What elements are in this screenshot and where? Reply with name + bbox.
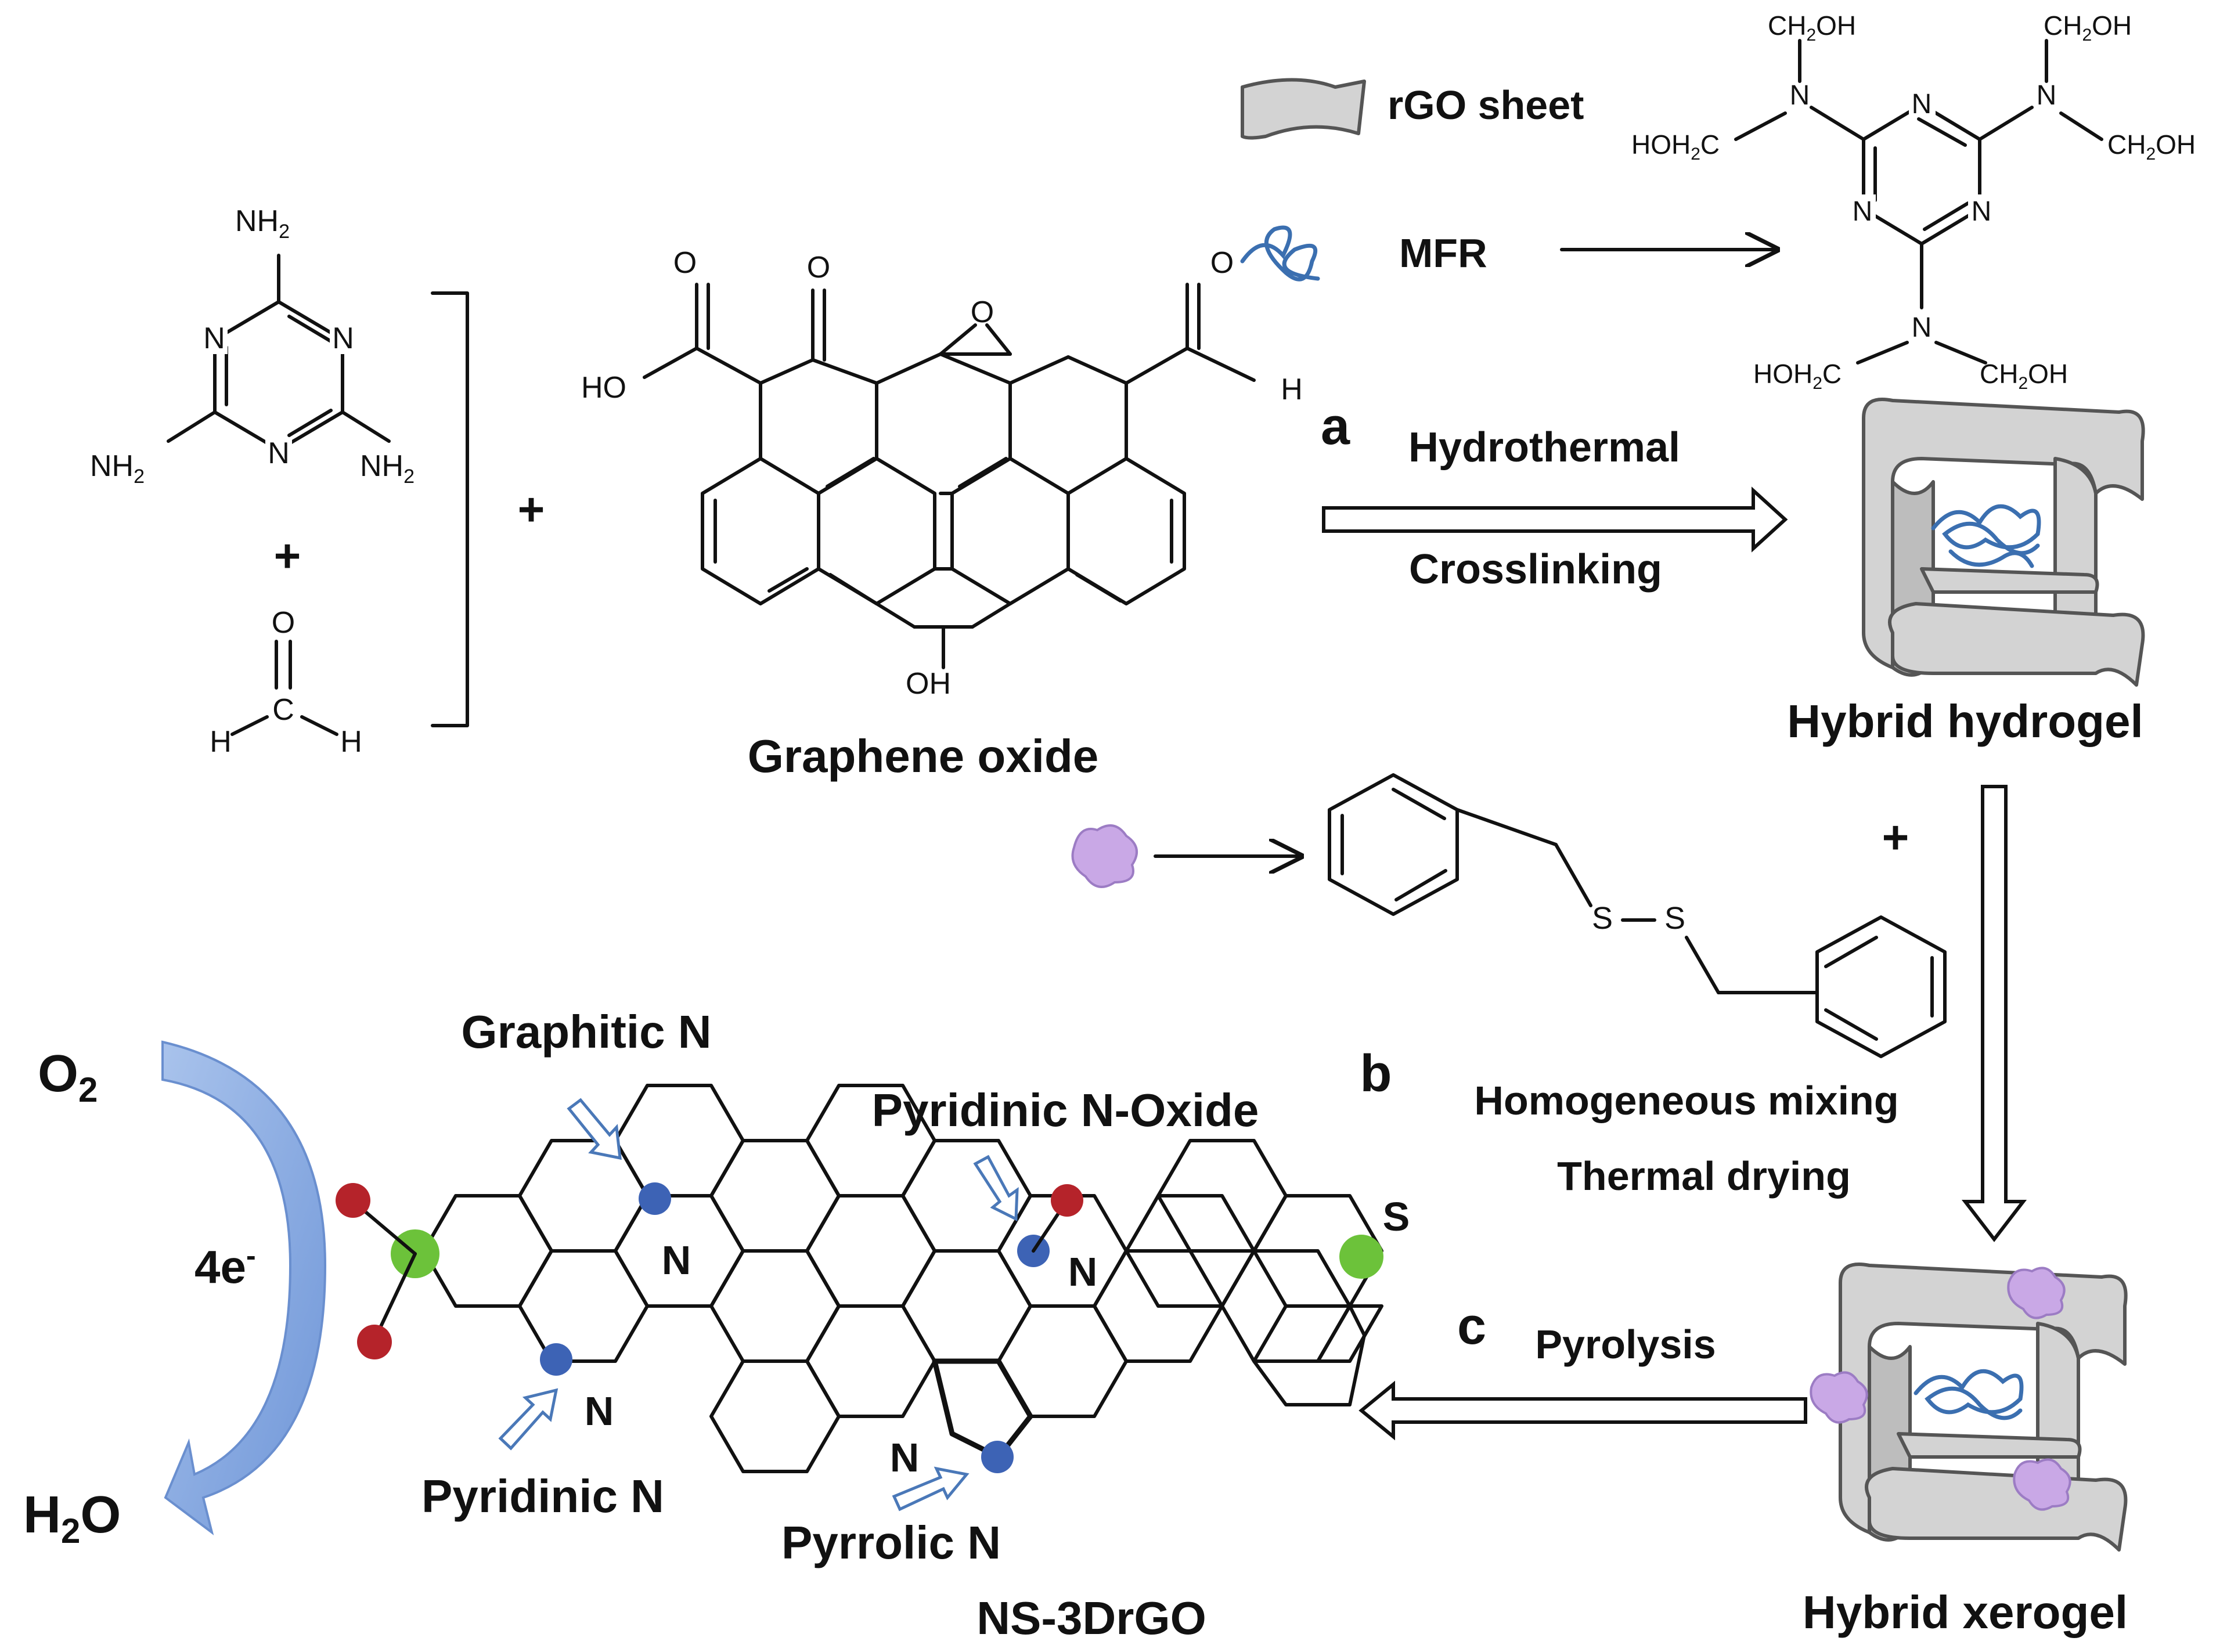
carbon-label: C <box>272 693 294 727</box>
pyrrolic-n-label: Pyrrolic N <box>781 1517 1001 1568</box>
step-b-line2: Thermal drying <box>1557 1153 1851 1199</box>
step-b-line1: Homogeneous mixing <box>1474 1078 1898 1123</box>
amine-n-label: N <box>2037 80 2057 111</box>
methylol-label: HOH2C <box>1753 359 1842 393</box>
h2o-label: H2O <box>23 1486 121 1550</box>
step-b-letter: b <box>1360 1045 1392 1103</box>
sulfone-oxygen-dot <box>357 1325 392 1359</box>
carboxyl-oxygen-label: O <box>673 246 697 280</box>
rgo-sheet-icon <box>1241 78 1366 140</box>
hydrogen-label: H <box>340 725 362 759</box>
pyridinic-n-oxide-label: Pyridinic N-Oxide <box>872 1084 1259 1136</box>
step-c-line1: Pyrolysis <box>1535 1322 1716 1367</box>
mfr-chain-icon <box>1240 225 1320 282</box>
hybrid-xerogel-label: Hybrid xerogel <box>1803 1586 2128 1638</box>
pyridinic-n-oxide-atom-label: N <box>1068 1249 1098 1294</box>
step-c-letter: c <box>1457 1297 1486 1355</box>
plus-sign: + <box>518 484 545 535</box>
graphitic-n-label: Graphitic N <box>461 1006 711 1058</box>
amine-n-label: N <box>1790 80 1810 111</box>
sulfur-source-particle <box>1810 1371 1868 1424</box>
graphene-oxide-label: Graphene oxide <box>748 730 1099 782</box>
plus-sign: + <box>1882 811 1909 863</box>
formaldehyde-structure: O C H H <box>210 606 362 759</box>
ring-n-label: N <box>1912 89 1932 120</box>
pyrrolic-n-dot <box>981 1441 1014 1473</box>
sulfur-source-particle <box>1071 824 1138 888</box>
drying-arrow <box>1961 785 2027 1242</box>
ring-n-label: N <box>1853 196 1873 227</box>
orr-curved-arrow <box>161 1040 327 1535</box>
pyridinic-n-dot <box>540 1343 572 1376</box>
step-a-line1: Hydrothermal <box>1408 424 1680 471</box>
pyrrolic-n-atom-label: N <box>890 1435 920 1480</box>
amine-label: NH2 <box>360 449 415 488</box>
methylol-label: CH2OH <box>1768 10 1856 45</box>
bracket <box>431 291 469 727</box>
hybrid-hydrogel-illustration <box>1862 398 2145 687</box>
ring-n-label: N <box>268 437 290 470</box>
sulfur-label: S <box>1664 901 1685 936</box>
mfr-structure: N N N N CH2OH HOH2C N CH2OH CH2OH N HOH2… <box>1631 10 2196 393</box>
ketone-oxygen-label: O <box>807 251 830 284</box>
rgo-sheet-legend-label: rGO sheet <box>1388 82 1584 128</box>
aldehyde-oxygen-label: O <box>1210 246 1234 280</box>
methylol-label: HOH2C <box>1631 129 1720 164</box>
step-a-line2: Crosslinking <box>1409 546 1662 593</box>
pyridinic-n-pointer-arrow <box>498 1388 558 1451</box>
ring-n-label: N <box>332 322 354 355</box>
ns-3drgo-label: NS-3DrGO <box>976 1592 1206 1644</box>
o2-label: O2 <box>38 1045 98 1109</box>
plus-sign: + <box>274 530 301 582</box>
ring-n-label: N <box>1972 196 1992 227</box>
amine-label: NH2 <box>235 204 290 243</box>
oxygen-label: O <box>272 606 295 640</box>
sulfone-oxygen-dot <box>336 1183 370 1218</box>
sulfur-label: S <box>1592 901 1613 936</box>
hydrogen-label: H <box>210 725 232 759</box>
step-a-letter: a <box>1321 398 1350 456</box>
sulfur-source-particle <box>2007 1267 2066 1319</box>
pyrrolic-n-pointer-arrow <box>892 1466 970 1512</box>
pyrolysis-arrow <box>1358 1380 1807 1441</box>
electron-count-label: 4e- <box>194 1239 256 1293</box>
hydroxyl-label: HO <box>581 371 626 405</box>
aldehyde-h-label: H <box>1281 373 1303 406</box>
methylol-label: CH2OH <box>2107 129 2196 164</box>
n-oxide-oxygen-dot <box>1051 1184 1083 1217</box>
pyridinic-n-label: Pyridinic N <box>421 1470 664 1522</box>
graphitic-n-atom-label: N <box>662 1238 691 1283</box>
melamine-structure: N N N NH2 NH2 NH2 <box>90 204 415 488</box>
ring-n-label: N <box>203 322 225 355</box>
ns-3drgo-lattice <box>422 1084 1383 1473</box>
bottom-hydroxyl-label: OH <box>906 667 951 701</box>
hydrothermal-arrow <box>1322 486 1788 553</box>
hybrid-hydrogel-label: Hybrid hydrogel <box>1787 695 2143 747</box>
amine-label: NH2 <box>90 449 145 488</box>
mfr-legend-label: MFR <box>1399 230 1487 276</box>
pyridinic-n-atom-label: N <box>585 1388 614 1434</box>
legend: rGO sheet MFR <box>1240 78 1776 282</box>
thiophene-sulfur-dot <box>1339 1235 1383 1279</box>
methylol-label: CH2OH <box>2044 10 2132 45</box>
graphitic-n-pointer-arrow <box>567 1098 622 1160</box>
amine-n-label: N <box>1912 312 1932 343</box>
sulfur-source-particle <box>2013 1458 2071 1511</box>
hybrid-xerogel-illustration <box>1810 1263 2128 1552</box>
n-oxide-pointer-arrow <box>973 1155 1019 1221</box>
graphene-oxide-structure: O O HO O O H OH <box>581 246 1303 701</box>
dibenzyl-disulfide-structure: S S <box>1328 773 1947 1058</box>
epoxide-oxygen-label: O <box>971 295 994 329</box>
thiophene-s-atom-label: S <box>1383 1194 1410 1239</box>
methylol-label: CH2OH <box>1980 359 2068 393</box>
graphitic-n-dot <box>639 1182 671 1215</box>
